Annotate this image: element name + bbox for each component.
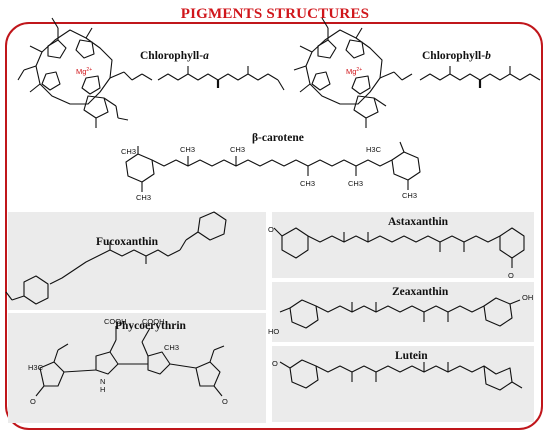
- bc-ch3-3: CH3: [230, 145, 245, 154]
- fucoxanthin-panel: [8, 212, 266, 310]
- asta-o-2: O: [508, 271, 514, 280]
- lutein-structure: [279, 359, 523, 391]
- phycoerythrin-panel: [8, 313, 266, 423]
- phy-ch3: CH3: [164, 343, 179, 352]
- bc-ch3-6: CH3: [136, 193, 151, 202]
- phy-h3c: H3C: [28, 363, 44, 372]
- bc-ch3-4: CH3: [300, 179, 315, 188]
- phycoerythrin-label: Phycoerythrin: [115, 320, 186, 332]
- zeaxanthin-label: Zeaxanthin: [392, 286, 449, 298]
- zea-oh: OH: [522, 293, 533, 302]
- figure-title: PIGMENTS STRUCTURES: [0, 6, 550, 23]
- astaxanthin-structure: [273, 227, 525, 268]
- phy-n: N: [100, 377, 105, 386]
- phy-h: H: [100, 385, 105, 394]
- chlorophyll-a-structure: [17, 17, 285, 128]
- astaxanthin-label: Astaxanthin: [388, 216, 449, 228]
- astaxanthin-panel: [272, 212, 534, 278]
- chlorophyll-b-label: Chlorophyll-b: [422, 50, 491, 62]
- chl-b-metal: Mg2+: [346, 67, 362, 76]
- chlorophyll-a-label: Chlorophyll-a: [140, 50, 209, 62]
- bc-ch3-7: CH3: [402, 191, 417, 200]
- zea-ho: HO: [268, 327, 279, 336]
- fucoxanthin-structure: [5, 211, 227, 305]
- chl-a-metal: Mg2+: [76, 67, 92, 76]
- figure-frame: [5, 22, 543, 430]
- phy-o-1: O: [30, 397, 36, 406]
- lut-o: O: [272, 359, 278, 368]
- beta-carotene-label: β-carotene: [252, 132, 304, 144]
- bc-h3c: H3C: [366, 145, 382, 154]
- phy-o-2: O: [222, 397, 228, 406]
- fucoxanthin-label: Fucoxanthin: [96, 236, 158, 248]
- bc-ch3-5: CH3: [348, 179, 363, 188]
- phycoerythrin-structure: [35, 326, 225, 397]
- bc-ch3-1: CH3: [121, 147, 136, 156]
- lutein-label: Lutein: [395, 350, 428, 362]
- zeaxanthin-structure: [279, 297, 521, 329]
- beta-carotene-structure: [125, 141, 421, 192]
- lutein-panel: [272, 346, 534, 422]
- zeaxanthin-panel: [272, 282, 534, 342]
- chlorophyll-b-structure: [293, 17, 541, 128]
- asta-o: O: [268, 225, 274, 234]
- bc-ch3-2: CH3: [180, 145, 195, 154]
- phy-cooh-1: COOH: [104, 317, 127, 326]
- phy-cooh-2: COOH: [142, 317, 165, 326]
